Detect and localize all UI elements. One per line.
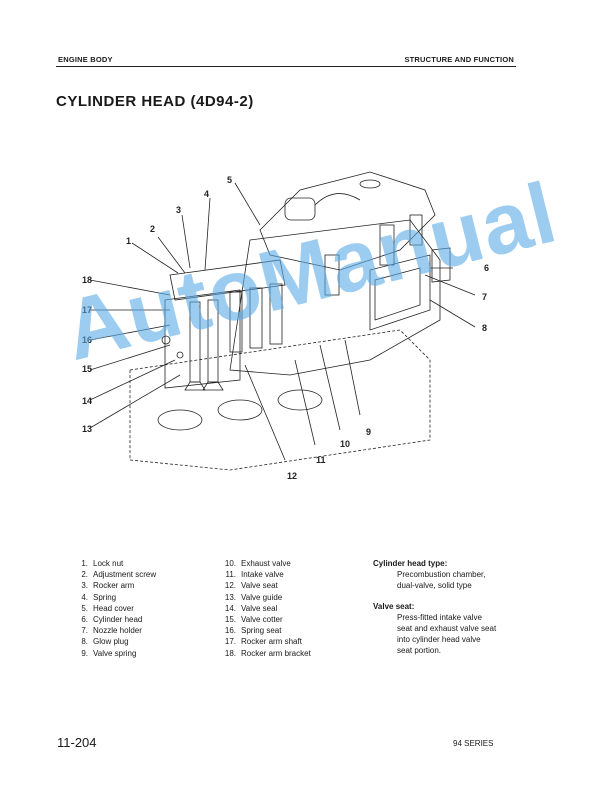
callout-11: 11 (316, 455, 326, 465)
callout-15: 15 (82, 364, 92, 374)
callout-6: 6 (484, 263, 489, 273)
legend-item: 11.Intake valve (225, 570, 284, 580)
legend-item: 9.Valve spring (81, 648, 137, 658)
legend-item: 18.Rocker arm bracket (224, 648, 311, 658)
legend-item: 14.Valve seal (224, 603, 278, 613)
header-chapter: STRUCTURE AND FUNCTION (404, 55, 514, 64)
note-heading-head-type: Cylinder head type: (373, 559, 448, 568)
callout-9: 9 (366, 427, 371, 437)
callout-2: 2 (150, 224, 155, 234)
cylinder-head-drawing: 1 2 3 4 5 6 7 8 9 10 11 12 13 14 15 16 1… (82, 171, 489, 481)
header-rule (56, 66, 516, 67)
legend-item: 16.Spring seat (224, 626, 282, 636)
callout-1: 1 (126, 236, 131, 246)
note-heading-valve-seat: Valve seat: (373, 601, 415, 611)
legend-item: 15.Valve cotter (224, 615, 283, 625)
header-section: ENGINE BODY (58, 55, 113, 64)
callout-14: 14 (82, 396, 92, 406)
callout-8: 8 (482, 323, 487, 333)
page-number: 11-204 (57, 735, 97, 750)
callout-17: 17 (82, 305, 92, 315)
series-label: 94 SERIES (453, 739, 494, 748)
page-title: CYLINDER HEAD (4D94-2) (56, 93, 254, 110)
note-body-valve-seat: Press-fitted intake valve seat and exhau… (397, 612, 497, 656)
legend-item: 13.Valve guide (224, 592, 283, 602)
spec-notes: Cylinder head type: Precombustion chambe… (373, 558, 523, 666)
legend-item: 10.Exhaust valve (224, 559, 291, 568)
legend-item: 8.Glow plug (81, 637, 129, 647)
callout-12: 12 (287, 471, 297, 481)
parts-legend-col2: 10.Exhaust valve 11.Intake valve 12.Valv… (220, 558, 311, 659)
callout-16: 16 (82, 335, 92, 345)
parts-legend-col1: 1.Lock nut 2.Adjustment screw 3.Rocker a… (72, 558, 156, 659)
legend-item: 7.Nozzle holder (81, 626, 142, 636)
legend-item: 3.Rocker arm (81, 581, 135, 591)
callout-13: 13 (82, 424, 92, 434)
legend-item: 12.Valve seat (224, 581, 278, 591)
legend-item: 4.Spring (81, 592, 117, 602)
callout-5: 5 (227, 175, 232, 185)
legend-item: 5.Head cover (81, 603, 134, 613)
legend-item: 17.Rocker arm shaft (224, 637, 302, 647)
callout-10: 10 (340, 439, 350, 449)
note-body-head-type: Precombustion chamber, dual-valve, solid… (397, 570, 486, 591)
callout-18: 18 (82, 275, 92, 285)
callout-3: 3 (176, 205, 181, 215)
legend-item: 6.Cylinder head (81, 615, 143, 625)
engine-figure: 1 2 3 4 5 6 7 8 9 10 11 12 13 14 15 16 1… (70, 160, 540, 500)
legend-item: 1.Lock nut (81, 559, 124, 568)
legend-item: 2.Adjustment screw (81, 570, 157, 580)
callout-4: 4 (204, 189, 209, 199)
callout-7: 7 (482, 292, 487, 302)
engine-block-shape (129, 329, 431, 471)
rocker-assembly-shape (169, 259, 286, 301)
head-cover-shape (259, 171, 436, 271)
